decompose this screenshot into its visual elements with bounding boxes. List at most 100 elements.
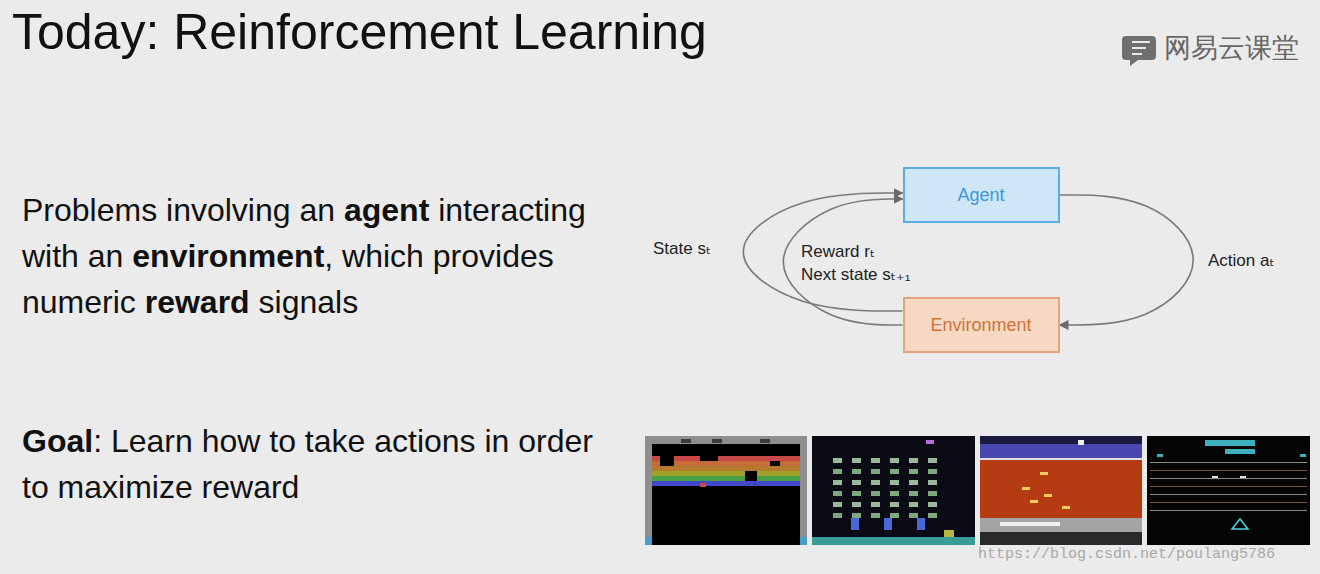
space-invaders-screenshot-part xyxy=(852,502,861,507)
space-invaders-screenshot-part xyxy=(909,469,918,474)
space-invaders-screenshot-part xyxy=(926,440,934,444)
space-invaders-screenshot-part xyxy=(833,480,842,485)
space-invaders-screenshot-part xyxy=(812,537,975,545)
goal-text: Goal: Learn how to take actions in order… xyxy=(22,418,597,510)
url-watermark: https://blog.csdn.net/poulang5786 xyxy=(978,546,1275,564)
space-invaders-screenshot-part xyxy=(928,480,937,485)
space-invaders-screenshot-part xyxy=(852,491,861,496)
river-raid-screenshot-part xyxy=(980,436,1142,545)
river-raid-screenshot xyxy=(980,436,1142,545)
slide-title: Today: Reinforcement Learning xyxy=(12,4,707,62)
breakout-screenshot-part xyxy=(652,481,800,486)
breakout-screenshot-part xyxy=(700,483,706,487)
space-invaders-screenshot-part xyxy=(884,518,892,530)
space-invaders-screenshot-part xyxy=(871,469,880,474)
road-runner-screenshot-part xyxy=(1147,436,1310,545)
space-invaders-screenshot-part xyxy=(928,513,937,518)
space-invaders-screenshot-part xyxy=(928,502,937,507)
space-invaders-screenshot-part xyxy=(852,480,861,485)
space-invaders-screenshot-part xyxy=(890,491,899,496)
space-invaders-screenshot-part xyxy=(833,469,842,474)
action-arrow xyxy=(1060,195,1194,325)
space-invaders-screenshot-part xyxy=(928,469,937,474)
breakout-screenshot-part xyxy=(660,456,674,466)
space-invaders-screenshot-part xyxy=(890,480,899,485)
river-raid-screenshot-part xyxy=(980,458,1142,460)
node-label: Environment xyxy=(930,315,1031,336)
river-raid-screenshot-part xyxy=(980,532,1142,545)
road-runner-screenshot-part xyxy=(1232,519,1248,529)
river-raid-screenshot-part xyxy=(1022,487,1030,490)
breakout-screenshot-part xyxy=(700,456,718,461)
space-invaders-screenshot-part xyxy=(890,513,899,518)
watermark: 网易云课堂 xyxy=(1164,30,1299,66)
breakout-screenshot-part xyxy=(652,471,800,476)
space-invaders-screenshot xyxy=(812,436,975,545)
edge-label: Reward rₜ Next state sₜ₊₁ xyxy=(799,240,913,286)
river-raid-screenshot-part xyxy=(980,518,1142,532)
breakout-screenshot-part xyxy=(681,439,691,443)
space-invaders-screenshot-part xyxy=(909,480,918,485)
edge-label: Action aₜ xyxy=(1206,249,1276,272)
watermark-icon-part xyxy=(1132,42,1150,54)
breakout-screenshot-part xyxy=(800,537,807,545)
body-text: Problems involving an agent interacting … xyxy=(22,187,597,325)
node-label: Agent xyxy=(957,185,1004,206)
breakout-screenshot-part xyxy=(652,456,800,461)
road-runner-screenshot-part xyxy=(1205,440,1255,446)
river-raid-screenshot-part xyxy=(1040,472,1048,475)
space-invaders-screenshot-part xyxy=(871,480,880,485)
road-runner-screenshot-part xyxy=(1150,494,1307,495)
breakout-screenshot-part xyxy=(800,444,807,545)
road-runner-screenshot-part xyxy=(1240,476,1246,478)
space-invaders-screenshot-part xyxy=(928,458,937,463)
road-runner-screenshot-part xyxy=(1300,454,1306,457)
river-raid-screenshot-part xyxy=(1078,440,1084,445)
environment-box: Environment xyxy=(903,297,1060,353)
space-invaders-screenshot-part xyxy=(890,469,899,474)
space-invaders-screenshot-part xyxy=(852,469,861,474)
space-invaders-screenshot-part xyxy=(871,513,880,518)
space-invaders-screenshot-part xyxy=(812,436,975,545)
space-invaders-screenshot-part xyxy=(833,491,842,496)
space-invaders-screenshot-part xyxy=(928,491,937,496)
road-runner-screenshot-part xyxy=(1212,476,1218,478)
space-invaders-screenshot-part xyxy=(833,502,842,507)
space-invaders-screenshot-part xyxy=(890,502,899,507)
space-invaders-screenshot-part xyxy=(833,458,842,463)
edge-label: State sₜ xyxy=(651,237,713,260)
breakout-screenshot-part xyxy=(652,461,800,466)
breakout-screenshot-part xyxy=(645,537,652,545)
watermark-icon-part xyxy=(1122,36,1156,66)
river-raid-screenshot-part xyxy=(980,458,1142,518)
space-invaders-screenshot-part xyxy=(909,491,918,496)
space-invaders-screenshot-part xyxy=(909,458,918,463)
space-invaders-screenshot-part xyxy=(871,502,880,507)
space-invaders-screenshot-part xyxy=(909,502,918,507)
road-runner-screenshot-part xyxy=(1225,449,1255,454)
breakout-screenshot-part xyxy=(652,466,800,471)
road-runner-screenshot-part xyxy=(1150,510,1307,511)
river-raid-screenshot-part xyxy=(980,444,1142,458)
breakout-screenshot xyxy=(645,436,807,545)
breakout-screenshot-part xyxy=(645,444,652,545)
road-runner-screenshot-part xyxy=(1150,486,1307,487)
breakout-screenshot-part xyxy=(645,436,807,545)
breakout-screenshot-part xyxy=(770,461,780,466)
space-invaders-screenshot-part xyxy=(944,530,954,537)
space-invaders-screenshot-part xyxy=(909,513,918,518)
road-runner-screenshot-part xyxy=(1150,462,1307,463)
space-invaders-screenshot-part xyxy=(852,458,861,463)
breakout-screenshot-part xyxy=(760,439,770,443)
river-raid-screenshot-part xyxy=(1062,506,1070,509)
road-runner-screenshot-part xyxy=(1150,478,1307,479)
river-raid-screenshot-part xyxy=(1030,500,1038,503)
space-invaders-screenshot-part xyxy=(852,513,861,518)
breakout-screenshot-part xyxy=(652,476,800,481)
breakout-screenshot-part xyxy=(712,439,722,443)
space-invaders-screenshot-part xyxy=(851,518,859,530)
river-raid-screenshot-part xyxy=(1044,494,1052,497)
road-runner-screenshot xyxy=(1147,436,1310,545)
space-invaders-screenshot-part xyxy=(871,491,880,496)
